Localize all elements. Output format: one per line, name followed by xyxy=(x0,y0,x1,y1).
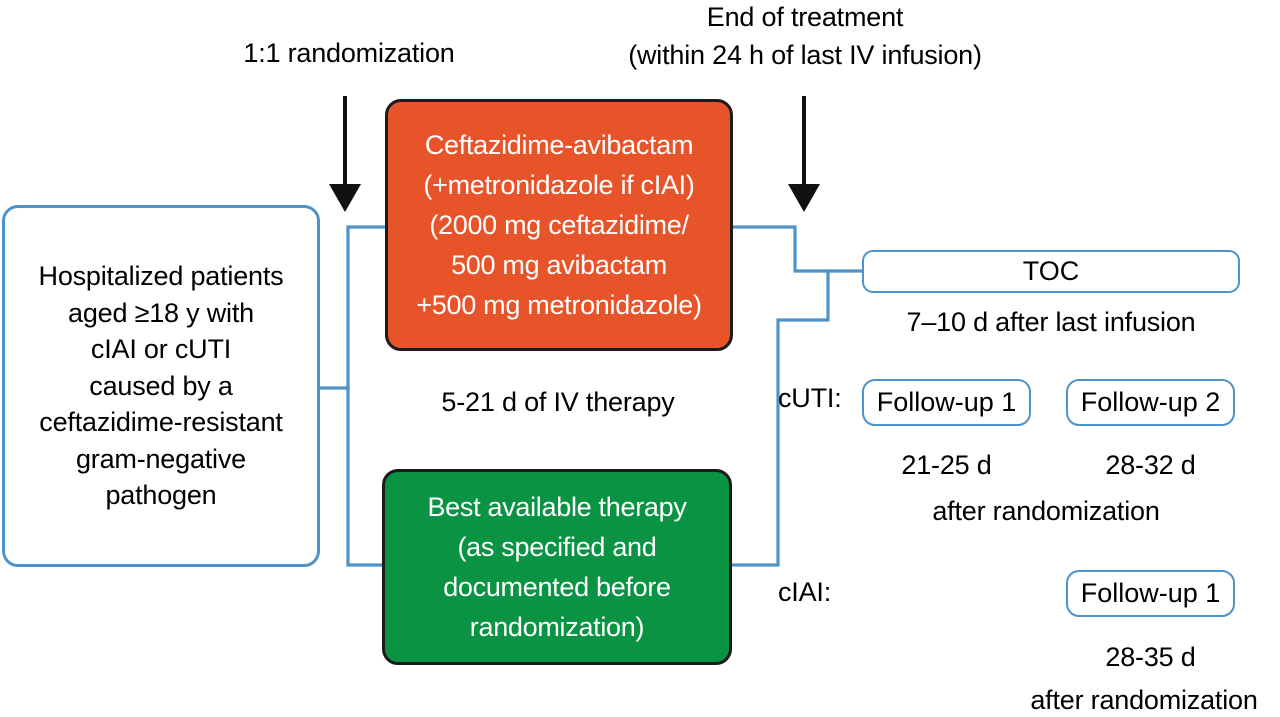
eligibility-box: Hospitalized patients aged ≥18 y with cI… xyxy=(2,205,320,567)
cuti-followup-1-timing: 21-25 d xyxy=(901,450,992,480)
ciai-followup-1-timing: 28-35 d xyxy=(1105,642,1196,672)
arm-ceftazidime-line-4: 500 mg avibactam xyxy=(451,250,667,280)
cuti-cohort-label: cUTI: xyxy=(778,383,842,413)
iv-therapy-duration-caption: 5-21 d of IV therapy xyxy=(441,387,675,417)
ciai-followup-1-box: Follow-up 1 xyxy=(1066,570,1235,617)
cuti-followup-1-label: Follow-up 1 xyxy=(876,387,1017,417)
cuti-followup-2-box: Follow-up 2 xyxy=(1066,379,1235,426)
eligibility-line-7: pathogen xyxy=(105,480,217,511)
end-of-treatment-line-1: End of treatment xyxy=(706,2,904,32)
randomization-caption: 1:1 randomization xyxy=(243,38,455,68)
cuti-followup-1-box: Follow-up 1 xyxy=(862,379,1031,426)
cuti-followup-2-label: Follow-up 2 xyxy=(1080,387,1221,417)
ciai-timing-suffix: after randomization xyxy=(1030,685,1258,715)
arm-best-available-line-4: randomization) xyxy=(469,612,645,642)
arm-best-available-line-1: Best available therapy xyxy=(427,492,687,522)
arm-ceftazidime-line-3: (2000 mg ceftazidime/ xyxy=(429,210,689,240)
arm-best-available-line-2: (as specified and xyxy=(457,532,657,562)
end-of-treatment-line-2: (within 24 h of last IV infusion) xyxy=(628,40,982,70)
eligibility-line-3: cIAI or cUTI xyxy=(90,334,232,365)
arm-ceftazidime-line-2: (+metronidazole if cIAI) xyxy=(423,170,695,200)
end-of-treatment-arrow-icon xyxy=(788,96,820,212)
eligibility-line-2: aged ≥18 y with xyxy=(68,297,254,328)
eligibility-line-1: Hospitalized patients xyxy=(38,261,284,292)
ciai-cohort-label: cIAI: xyxy=(778,577,832,607)
randomization-arrow-icon xyxy=(329,96,361,212)
eligibility-text: Hospitalized patients aged ≥18 y with cI… xyxy=(39,258,284,514)
arm-best-available-text: Best available therapy (as specified and… xyxy=(427,487,686,647)
treatment-arm-best-available-therapy: Best available therapy (as specified and… xyxy=(382,469,732,665)
toc-timing-caption: 7–10 d after last infusion xyxy=(906,307,1196,337)
arm-ceftazidime-line-5: +500 mg metronidazole) xyxy=(416,290,702,320)
arm-ceftazidime-text: Ceftazidime-avibactam (+metronidazole if… xyxy=(416,125,702,325)
arm-ceftazidime-line-1: Ceftazidime-avibactam xyxy=(424,130,694,160)
ciai-followup-1-label: Follow-up 1 xyxy=(1080,578,1221,608)
treatment-arm-ceftazidime-avibactam: Ceftazidime-avibactam (+metronidazole if… xyxy=(385,99,733,351)
eligibility-line-5: ceftazidime-resistant xyxy=(39,407,283,438)
arm-best-available-line-3: documented before xyxy=(443,572,671,602)
allocation-connector xyxy=(318,225,387,567)
toc-label: TOC xyxy=(1022,256,1080,286)
toc-visit-box: TOC xyxy=(862,250,1240,293)
cuti-timing-suffix: after randomization xyxy=(932,496,1160,526)
eligibility-line-6: gram-negative xyxy=(75,443,246,474)
eligibility-line-4: caused by a xyxy=(89,370,233,401)
end-of-treatment-caption: End of treatment (within 24 h of last IV… xyxy=(585,0,1025,74)
cuti-followup-2-timing: 28-32 d xyxy=(1105,450,1196,480)
